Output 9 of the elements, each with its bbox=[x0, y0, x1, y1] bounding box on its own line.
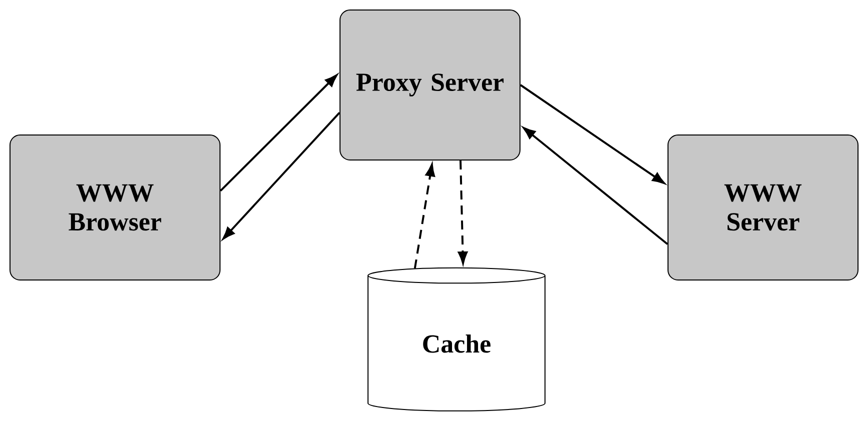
arrow bbox=[220, 74, 338, 192]
arrow bbox=[414, 164, 435, 269]
arrow bbox=[222, 112, 340, 240]
box: WWW Browser bbox=[10, 134, 220, 280]
box: WWW Server bbox=[668, 134, 858, 280]
cylinder: Cache bbox=[368, 267, 546, 412]
arrow bbox=[522, 127, 668, 245]
box: Proxy Server bbox=[340, 10, 520, 160]
arrow bbox=[520, 84, 665, 184]
